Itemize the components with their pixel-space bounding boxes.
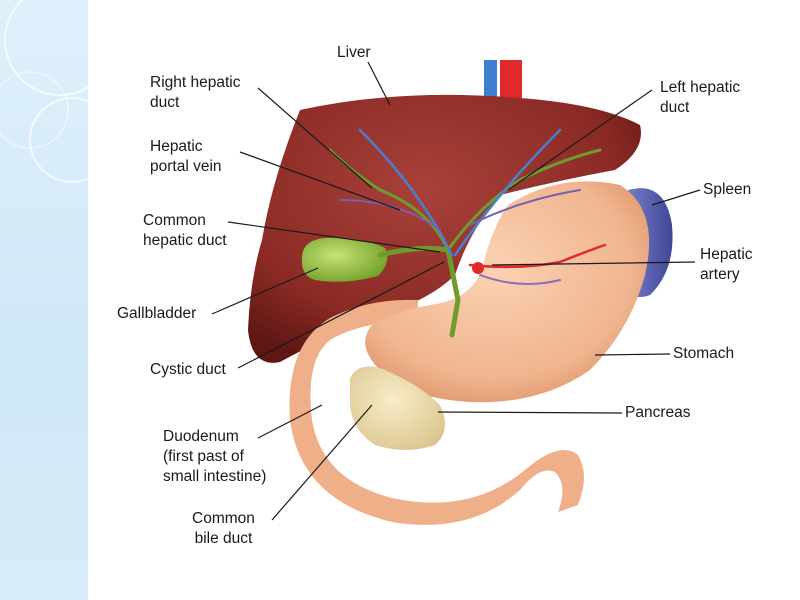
label-common-bile-duct-line2: bile duct: [194, 530, 253, 547]
leader-lines: [211, 61, 701, 521]
liver-shape: [248, 94, 641, 363]
label-spleen: Spleen: [703, 180, 751, 200]
label-duodenum-line2: (first past of: [163, 448, 244, 465]
label-hepatic-portal-vein-line1: Hepatic: [150, 138, 203, 155]
label-duodenum: Duodenum (first past of small intestine): [163, 427, 266, 487]
gallbladder-shape: [301, 237, 388, 282]
label-duodenum-line1: Duodenum: [163, 428, 239, 445]
label-common-hepatic-duct-line2: hepatic duct: [143, 232, 227, 249]
label-right-hepatic-duct-line2: duct: [150, 94, 180, 111]
label-duodenum-line3: small intestine): [163, 468, 267, 485]
label-left-hepatic-duct-line2: duct: [660, 99, 690, 116]
label-liver-text: Liver: [337, 44, 371, 61]
label-cystic-duct-text: Cystic duct: [150, 361, 226, 378]
label-common-hepatic-duct: Common hepatic duct: [143, 211, 227, 251]
label-liver: Liver: [337, 43, 371, 63]
label-spleen-text: Spleen: [703, 181, 752, 198]
label-hepatic-artery-line2: artery: [700, 266, 740, 283]
label-cystic-duct: Cystic duct: [150, 360, 226, 380]
stomach-shape: [365, 181, 650, 403]
label-pancreas-text: Pancreas: [625, 404, 691, 421]
label-hepatic-portal-vein-line2: portal vein: [150, 158, 222, 175]
label-pancreas: Pancreas: [625, 403, 690, 423]
hepatic-artery-mark: [472, 262, 484, 274]
label-gallbladder: Gallbladder: [117, 304, 196, 324]
label-right-hepatic-duct-line1: Right hepatic: [150, 74, 241, 91]
pancreas-shape: [350, 366, 445, 450]
label-common-bile-duct-line1: Common: [192, 510, 255, 527]
label-hepatic-artery-line1: Hepatic: [700, 246, 753, 263]
label-hepatic-portal-vein: Hepatic portal vein: [150, 137, 222, 177]
label-left-hepatic-duct: Left hepatic duct: [660, 78, 740, 118]
label-common-bile-duct: Common bile duct: [192, 509, 255, 549]
label-left-hepatic-duct-line1: Left hepatic: [660, 79, 741, 96]
label-common-hepatic-duct-line1: Common: [143, 212, 206, 229]
label-gallbladder-text: Gallbladder: [117, 305, 197, 322]
label-stomach: Stomach: [673, 344, 734, 364]
label-stomach-text: Stomach: [673, 345, 735, 362]
sidebar-ring-pattern: [0, 0, 88, 183]
label-right-hepatic-duct: Right hepatic duct: [150, 73, 240, 113]
decorative-sidebar: [0, 0, 88, 600]
label-hepatic-artery: Hepatic artery: [700, 245, 753, 285]
